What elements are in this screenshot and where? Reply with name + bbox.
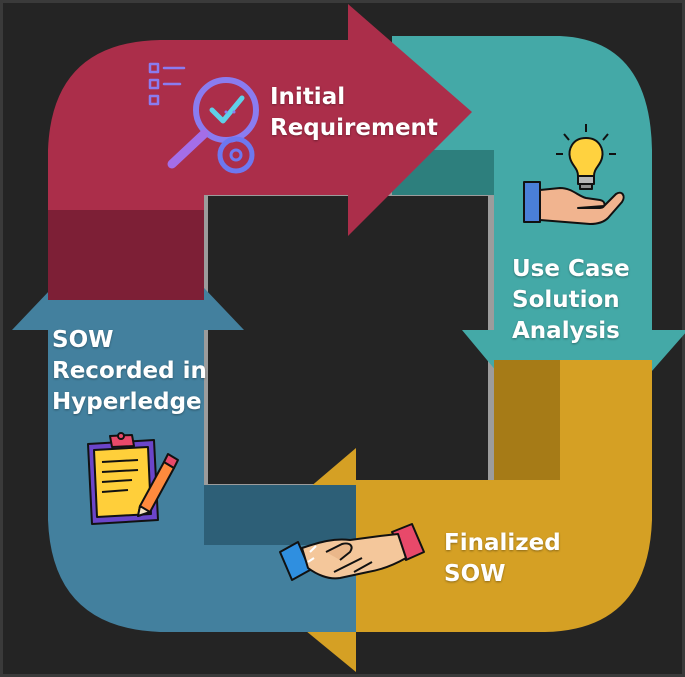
step-label-finalized-sow: Finalized SOW xyxy=(444,528,561,590)
step-label-use-case-solution-analysis: Use Case Solution Analysis xyxy=(512,254,630,347)
idea-bulb-hand-icon xyxy=(523,124,625,225)
requirement-magnifier-icon xyxy=(148,62,259,174)
step1-line2: Requirement xyxy=(270,115,438,141)
step3-line2: SOW xyxy=(444,561,506,587)
step4-line1: SOW xyxy=(52,327,114,353)
step-label-sow-recorded: SOW Recorded in Hyperledge xyxy=(52,325,207,418)
step4-line2: Recorded in xyxy=(52,358,207,384)
clipboard-pencil-icon xyxy=(87,432,179,525)
step2-band xyxy=(392,36,685,462)
step2-line3: Analysis xyxy=(512,318,620,344)
step1-line1: Initial xyxy=(270,84,346,110)
step-label-initial-requirement: Initial Requirement xyxy=(270,82,438,144)
step2-line1: Use Case xyxy=(512,256,630,282)
step1-band-shade xyxy=(48,210,204,300)
step2-line2: Solution xyxy=(512,287,620,313)
step4-band-shade xyxy=(204,485,356,545)
handshake-icon xyxy=(279,523,425,581)
step3-line1: Finalized xyxy=(444,530,561,556)
step3-band-shade xyxy=(494,360,560,480)
step4-line3: Hyperledge xyxy=(52,389,202,415)
